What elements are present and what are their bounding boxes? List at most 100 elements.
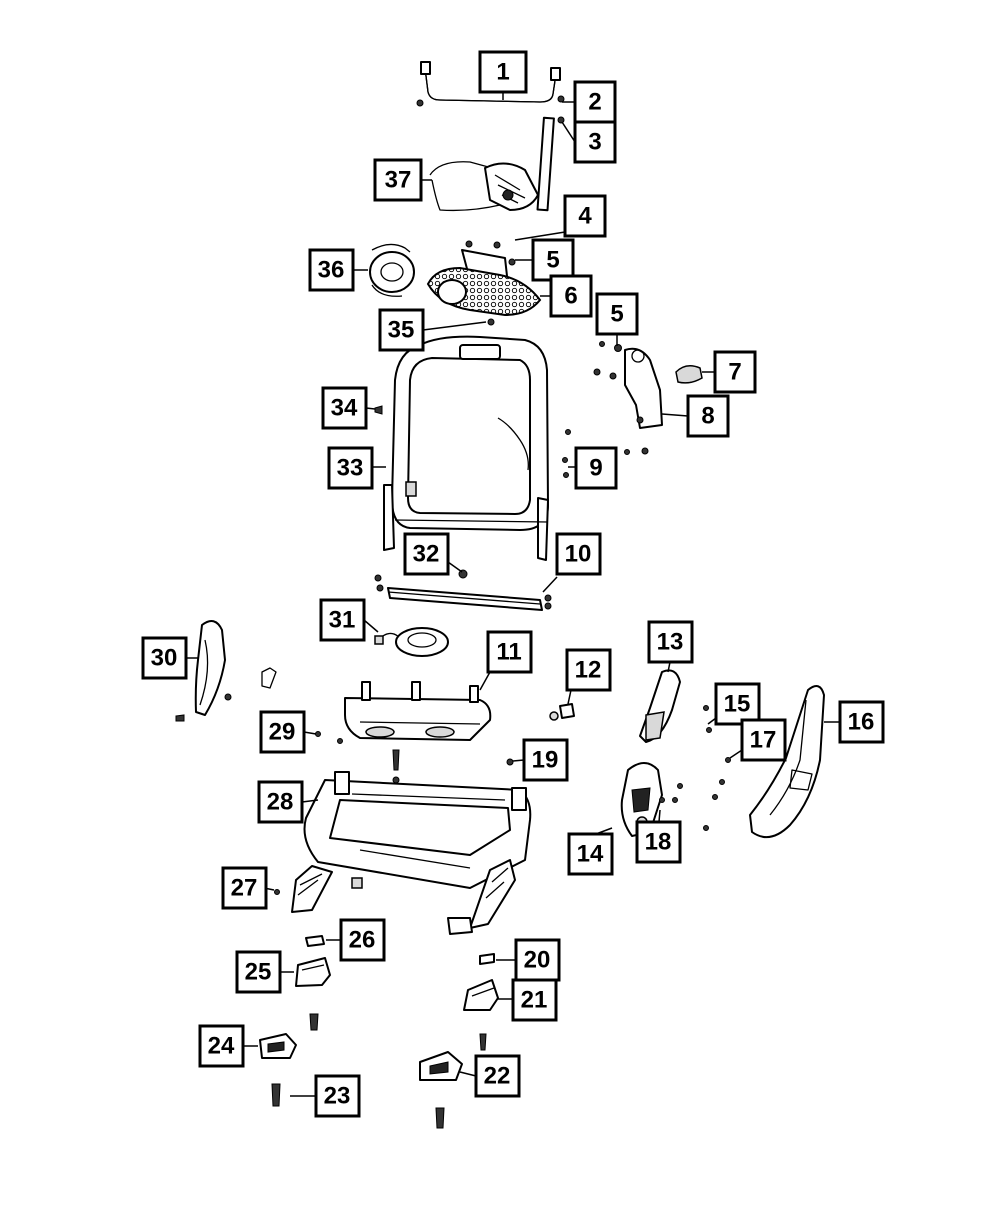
callout-37: 37 [373,158,423,202]
callout-29: 29 [259,710,306,754]
callout-33: 33 [327,446,374,490]
leader-lines [186,92,840,1097]
svg-text:2: 2 [588,89,601,116]
callout-13: 13 [647,620,694,664]
svg-text:23: 23 [324,1083,351,1110]
svg-text:5: 5 [546,247,559,274]
svg-text:27: 27 [231,875,258,902]
svg-text:31: 31 [329,607,356,634]
svg-text:14: 14 [577,841,604,868]
part-cross-tube [374,574,552,611]
callout-21: 21 [511,978,558,1022]
part-lumbar-actuator [429,161,539,212]
part-screw-34 [374,405,383,415]
part-clip-26 [305,935,325,947]
part-bolts-23 [271,1083,445,1129]
part-foot-cover-left [259,1013,319,1059]
part-seatback-frame [383,335,549,561]
svg-text:35: 35 [388,317,415,344]
callout-25: 25 [235,950,282,994]
svg-text:1: 1 [496,59,509,86]
svg-text:34: 34 [331,395,358,422]
part-adjuster-handle [639,669,681,743]
callout-34: 34 [321,386,368,430]
svg-text:30: 30 [151,645,178,672]
svg-text:19: 19 [532,747,559,774]
callout-27: 27 [221,866,268,910]
callout-35: 35 [378,308,425,352]
callout-7: 7 [713,350,757,394]
callout-36: 36 [308,248,355,292]
part-clip-20 [479,953,495,965]
callout-8: 8 [686,394,730,438]
svg-text:37: 37 [385,167,412,194]
svg-text:18: 18 [645,829,672,856]
svg-text:16: 16 [848,709,875,736]
callout-16: 16 [838,700,885,744]
callout-1: 1 [478,50,528,94]
part-pin-27 [274,889,280,895]
svg-text:36: 36 [318,257,345,284]
callout-28: 28 [257,780,304,824]
svg-text:22: 22 [484,1063,511,1090]
callout-4: 4 [563,194,607,238]
part-screws-9 [562,429,649,478]
svg-text:33: 33 [337,455,364,482]
callout-30: 30 [141,636,188,680]
part-clip-12 [549,703,575,721]
part-screw-19 [506,758,514,766]
svg-text:28: 28 [267,789,294,816]
callout-22: 22 [474,1054,521,1098]
part-cushion-motor [374,627,449,657]
callout-3: 3 [573,120,617,164]
svg-text:32: 32 [413,541,440,568]
svg-text:10: 10 [565,541,592,568]
svg-text:25: 25 [245,959,272,986]
svg-text:6: 6 [564,283,577,310]
part-upright-bar [536,116,555,212]
svg-text:24: 24 [208,1033,235,1060]
callout-17: 17 [740,718,787,762]
part-lumbar-motor [369,243,415,297]
callout-5a: 5 [531,238,575,282]
svg-text:7: 7 [728,359,741,386]
callout-5b: 5 [595,292,639,336]
part-foot-cover-right [419,1033,487,1081]
callout-19: 19 [522,738,569,782]
part-seat-switch [620,762,663,837]
part-track-cover-right [463,979,499,1011]
callout-23: 23 [314,1074,361,1118]
svg-text:13: 13 [657,629,684,656]
part-screws-15-17-18 [659,705,731,831]
svg-text:20: 20 [524,947,551,974]
callout-24: 24 [198,1024,245,1068]
part-left-shield [175,620,277,722]
part-seat-base-frame [291,771,532,935]
callout-6: 6 [549,274,593,318]
callout-31: 31 [319,598,366,642]
part-outer-side-shield [749,685,825,839]
callout-12: 12 [565,648,612,692]
callout-20: 20 [514,938,561,982]
part-track-cover-left [295,957,331,987]
callout-10: 10 [555,532,602,576]
svg-text:21: 21 [521,987,548,1014]
part-small-hardware-upper [465,240,516,326]
part-headrest-wire [416,61,565,124]
callout-15: 15 [714,682,761,726]
part-cushion-pan [344,681,492,741]
svg-text:4: 4 [578,203,592,230]
callout-2: 2 [573,80,617,124]
svg-text:15: 15 [724,691,751,718]
callout-14: 14 [567,832,614,876]
svg-text:17: 17 [750,727,777,754]
svg-text:12: 12 [575,657,602,684]
callout-32: 32 [403,532,450,576]
callout-26: 26 [339,918,386,962]
svg-text:11: 11 [496,639,521,666]
svg-text:3: 3 [588,129,601,156]
callout-18: 18 [635,820,682,864]
svg-text:26: 26 [349,927,376,954]
callout-11: 11 [486,630,533,674]
